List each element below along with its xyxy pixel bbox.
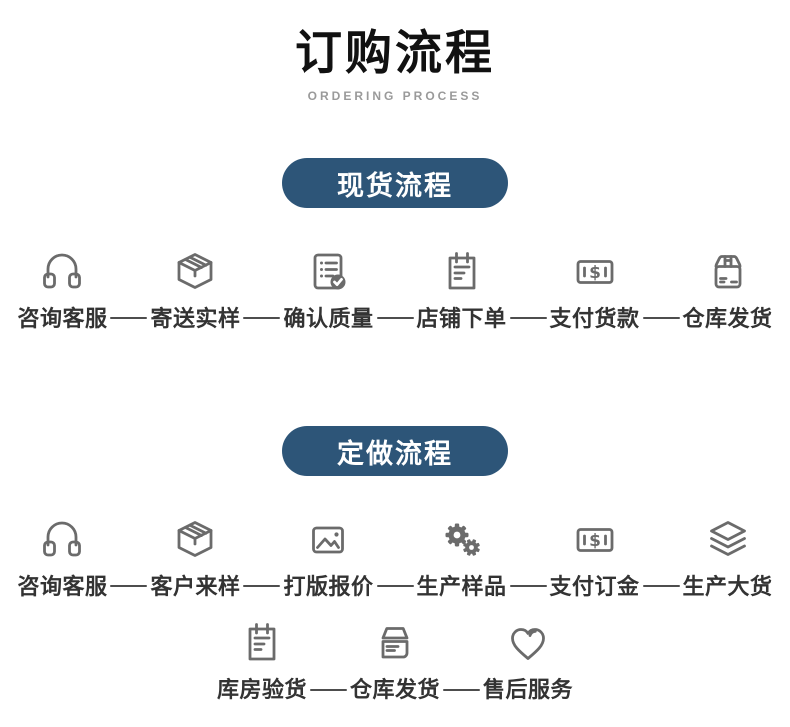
connector-line xyxy=(309,688,347,691)
shipping-box-icon xyxy=(371,619,419,667)
flow-row-custom-2: 库房验货 仓库发货 售后服务 xyxy=(0,619,790,702)
step-label: 确认质量 xyxy=(283,306,374,332)
connector-line xyxy=(110,317,148,320)
badge-in-stock-process: 现货流程 xyxy=(282,158,508,209)
flow-step: 库房验货 xyxy=(217,619,307,702)
connector-line xyxy=(376,585,414,588)
step-label: 店铺下单 xyxy=(416,306,507,332)
step-label: 咨询客服 xyxy=(17,574,108,600)
flow-step: 生产大货 xyxy=(683,516,773,599)
step-label: 支付订金 xyxy=(549,574,640,600)
flow-step: 生产样品 xyxy=(417,516,507,599)
connector-line xyxy=(110,585,148,588)
flow-step: 咨询客服 xyxy=(17,248,107,331)
flow-step: 咨询客服 xyxy=(17,516,107,599)
section-custom-made: 定做流程 咨询客服 客户来样 打版报价 生产样品 支付订金 生 xyxy=(0,426,790,702)
step-label: 库房验货 xyxy=(216,677,307,703)
step-label: 生产大货 xyxy=(682,574,773,600)
step-label: 打版报价 xyxy=(283,574,374,600)
section-in-stock: 现货流程 咨询客服 寄送实样 确认质量 店铺下单 支付货款 仓 xyxy=(0,158,790,331)
parcel-icon xyxy=(704,248,752,296)
flow-row-in-stock: 咨询客服 寄送实样 确认质量 店铺下单 支付货款 仓库发货 xyxy=(0,248,790,331)
flow-step: 支付订金 xyxy=(550,516,640,599)
page-title: 订购流程 xyxy=(295,26,495,79)
document-check-icon xyxy=(304,248,352,296)
flow-step: 店铺下单 xyxy=(417,248,507,331)
image-icon xyxy=(304,516,352,564)
connector-line xyxy=(509,317,547,320)
connector-line xyxy=(243,585,281,588)
connector-line xyxy=(642,585,680,588)
clipboard-icon xyxy=(438,248,486,296)
banknote-icon xyxy=(571,248,619,296)
step-label: 咨询客服 xyxy=(17,306,108,332)
flow-step: 打版报价 xyxy=(283,516,373,599)
page-subtitle: ORDERING PROCESS xyxy=(307,89,483,104)
step-label: 支付货款 xyxy=(549,306,640,332)
step-label: 售后服务 xyxy=(483,677,574,703)
step-label: 仓库发货 xyxy=(349,677,440,703)
flow-step: 仓库发货 xyxy=(683,248,773,331)
badge-custom-process: 定做流程 xyxy=(282,426,508,477)
connector-line xyxy=(243,317,281,320)
flow-row-custom-1: 咨询客服 客户来样 打版报价 生产样品 支付订金 生产大货 xyxy=(0,516,790,599)
gears-icon xyxy=(438,516,486,564)
flow-step: 仓库发货 xyxy=(350,619,440,702)
clipboard-icon xyxy=(238,619,286,667)
layers-icon xyxy=(704,516,752,564)
banknote-icon xyxy=(571,516,619,564)
flow-step: 寄送实样 xyxy=(150,248,240,331)
step-label: 生产样品 xyxy=(416,574,507,600)
step-label: 客户来样 xyxy=(150,574,241,600)
step-label: 仓库发货 xyxy=(682,306,773,332)
page-header: 订购流程 ORDERING PROCESS xyxy=(0,26,790,103)
connector-line xyxy=(642,317,680,320)
package-box-icon xyxy=(171,516,219,564)
headset-icon xyxy=(38,516,86,564)
connector-line xyxy=(509,585,547,588)
package-box-icon xyxy=(171,248,219,296)
connector-line xyxy=(443,688,480,691)
flow-step: 客户来样 xyxy=(150,516,240,599)
flow-step: 支付货款 xyxy=(550,248,640,331)
step-label: 寄送实样 xyxy=(150,306,241,332)
connector-line xyxy=(376,317,414,320)
flow-step: 确认质量 xyxy=(283,248,373,331)
headset-icon xyxy=(38,248,86,296)
flow-step: 售后服务 xyxy=(483,619,573,702)
heart-icon xyxy=(504,619,552,667)
